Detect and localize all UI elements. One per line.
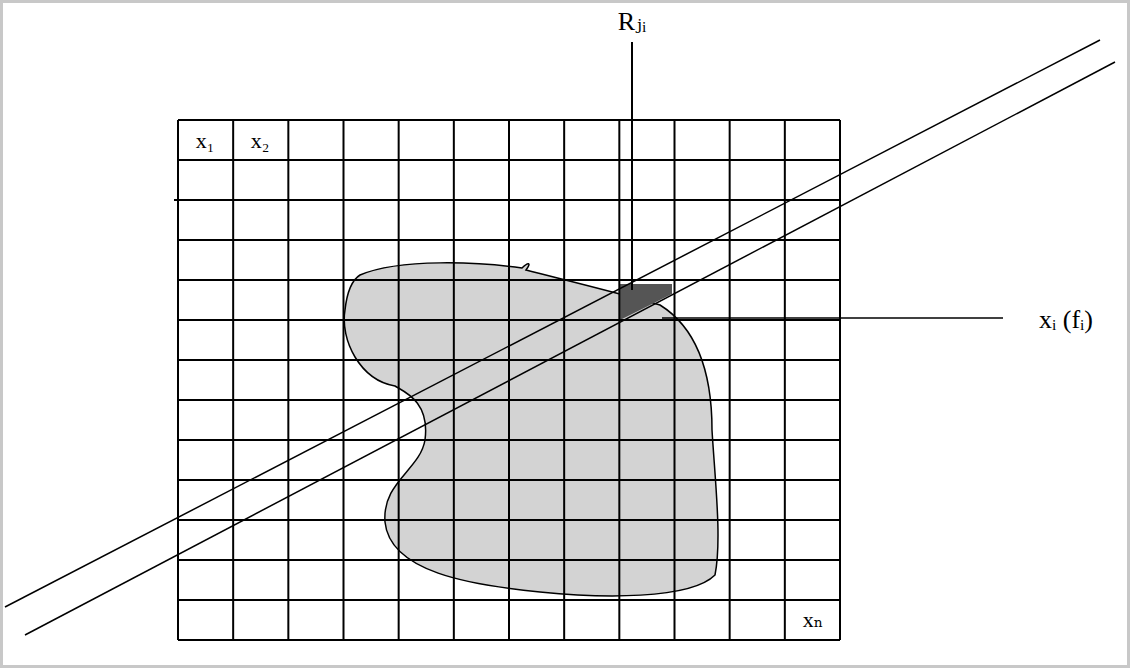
ray-sum-label: Rⱼᵢ (616, 8, 648, 36)
grid-line (178, 159, 840, 161)
pixel-value-label: xᵢ (fᵢ) (1037, 306, 1095, 334)
pixel-label: xₙ (801, 608, 826, 632)
grid-line (398, 120, 400, 640)
grid-line (618, 120, 620, 640)
ray-edge (5, 40, 1100, 607)
pixel-label: x₁ (194, 129, 217, 153)
grid-line (178, 519, 840, 521)
object-outline (344, 263, 718, 596)
leader-line (662, 317, 1003, 319)
grid-line (178, 399, 840, 401)
grid-line (174, 199, 840, 201)
grid-line (178, 639, 840, 641)
grid-line (563, 120, 565, 640)
grid-line (178, 439, 840, 441)
grid-line (178, 239, 840, 241)
grid-line (839, 120, 841, 640)
grid-line (178, 599, 840, 601)
ray-pixel-intersection (620, 284, 672, 320)
grid-line (178, 359, 840, 361)
leader-line (631, 42, 633, 290)
grid-line (453, 120, 455, 640)
grid-line (178, 279, 840, 281)
grid-line (232, 120, 234, 640)
grid-line (178, 479, 840, 481)
grid-line (177, 120, 179, 640)
pixel-label: x₂ (249, 129, 272, 153)
pixel-grid (174, 120, 840, 640)
grid-line (178, 119, 840, 121)
grid-line (178, 319, 840, 321)
ray-edge (25, 62, 1115, 635)
grid-line (343, 120, 345, 640)
grid-line (674, 120, 676, 640)
grid-line (178, 559, 840, 561)
grid-line (287, 120, 289, 640)
grid-line (784, 120, 786, 640)
grid-line (729, 120, 731, 640)
